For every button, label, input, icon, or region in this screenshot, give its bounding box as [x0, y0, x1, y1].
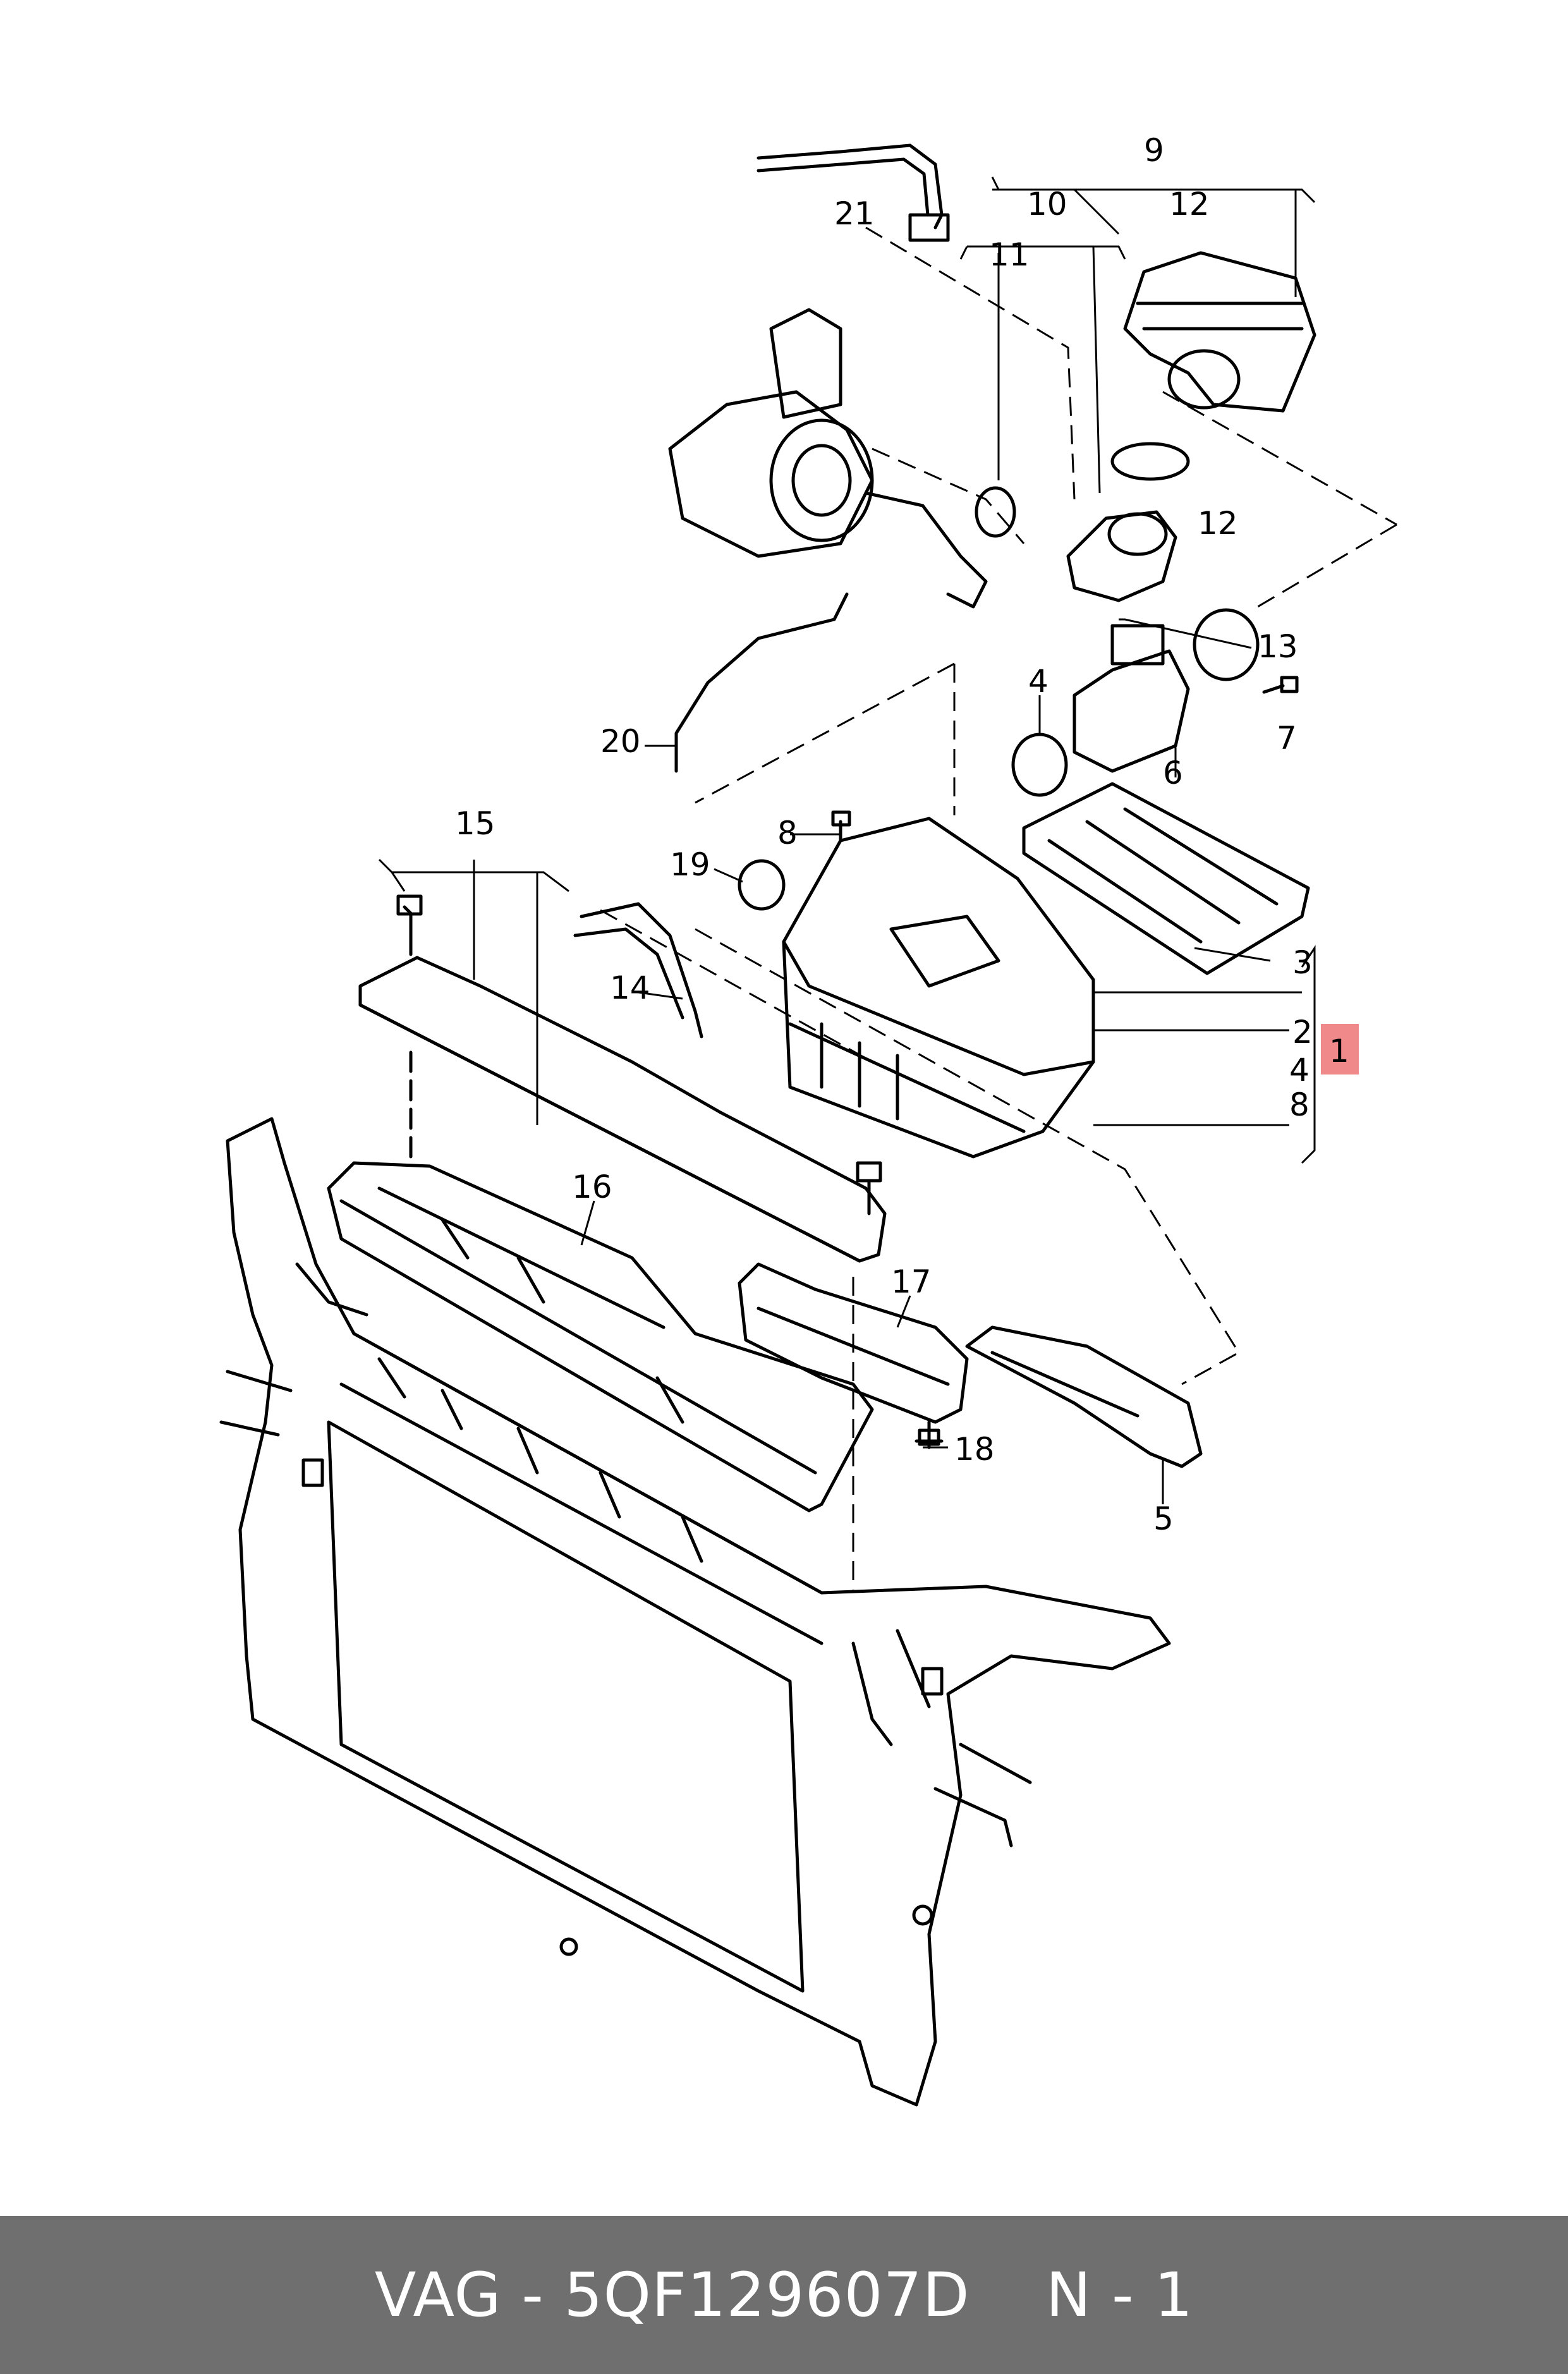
- cross-panel-15: [358, 894, 887, 1263]
- turbocharger: [668, 308, 988, 609]
- air-mass-meter-6: [1073, 624, 1190, 773]
- bolts: [831, 676, 1299, 843]
- callout-2: 2: [1292, 1014, 1313, 1050]
- callout-8-right: 8: [1289, 1087, 1310, 1123]
- hose-clamp-12: [1110, 442, 1190, 481]
- callout-19: 19: [670, 846, 710, 883]
- callout-17: 17: [891, 1263, 932, 1300]
- callout-5: 5: [1153, 1500, 1174, 1537]
- air-filter-housing: [782, 817, 1095, 1159]
- leader-lines: [378, 176, 1397, 1593]
- callout-8-upper: 8: [777, 815, 798, 851]
- callout-6: 6: [1163, 755, 1183, 791]
- air-guide-16: [327, 1161, 874, 1513]
- footer-bar: VAG - 5QF129607D N - 1: [0, 2216, 1568, 2374]
- callout-13: 13: [1258, 628, 1298, 665]
- callout-1: 1: [1329, 1033, 1349, 1069]
- grommet-19: [738, 859, 786, 911]
- callouts: 1 2 3 4 8 4 5 6 7 8 9 10 11 12 12 13 14 …: [455, 132, 1349, 1537]
- callout-9: 9: [1144, 132, 1164, 169]
- filter-element-3: [1022, 782, 1310, 975]
- callout-15: 15: [455, 805, 495, 842]
- pipe-elbow: [1066, 510, 1177, 602]
- clamp-13: [1193, 608, 1260, 681]
- callout-10: 10: [1027, 186, 1067, 222]
- callout-3: 3: [1292, 944, 1313, 981]
- intake-hose-9: [1123, 251, 1316, 413]
- air-duct-5: [965, 1325, 1203, 1468]
- callout-11: 11: [989, 236, 1030, 273]
- part-number-label: VAG - 5QF129607D: [374, 2260, 970, 2330]
- breather-hose-21: [757, 143, 950, 242]
- radiator-support-frame: [219, 1117, 1171, 2107]
- callout-4-upper: 4: [1028, 663, 1048, 700]
- callout-4-right: 4: [1289, 1052, 1310, 1088]
- o-ring-4: [1011, 733, 1068, 797]
- callout-12-top: 12: [1169, 186, 1210, 222]
- callout-1-highlight: [1321, 1024, 1359, 1074]
- hose-14: [573, 902, 703, 1038]
- callout-21: 21: [834, 195, 875, 232]
- o-ring-11: [975, 486, 1016, 538]
- callout-14: 14: [610, 970, 650, 1006]
- callout-18: 18: [954, 1431, 995, 1468]
- vacuum-line-20: [674, 592, 849, 773]
- page-label: N - 1: [1045, 2260, 1194, 2330]
- callout-16: 16: [572, 1169, 612, 1205]
- callout-7: 7: [1277, 720, 1297, 757]
- callout-20: 20: [600, 723, 641, 760]
- callout-12-mid: 12: [1198, 505, 1238, 542]
